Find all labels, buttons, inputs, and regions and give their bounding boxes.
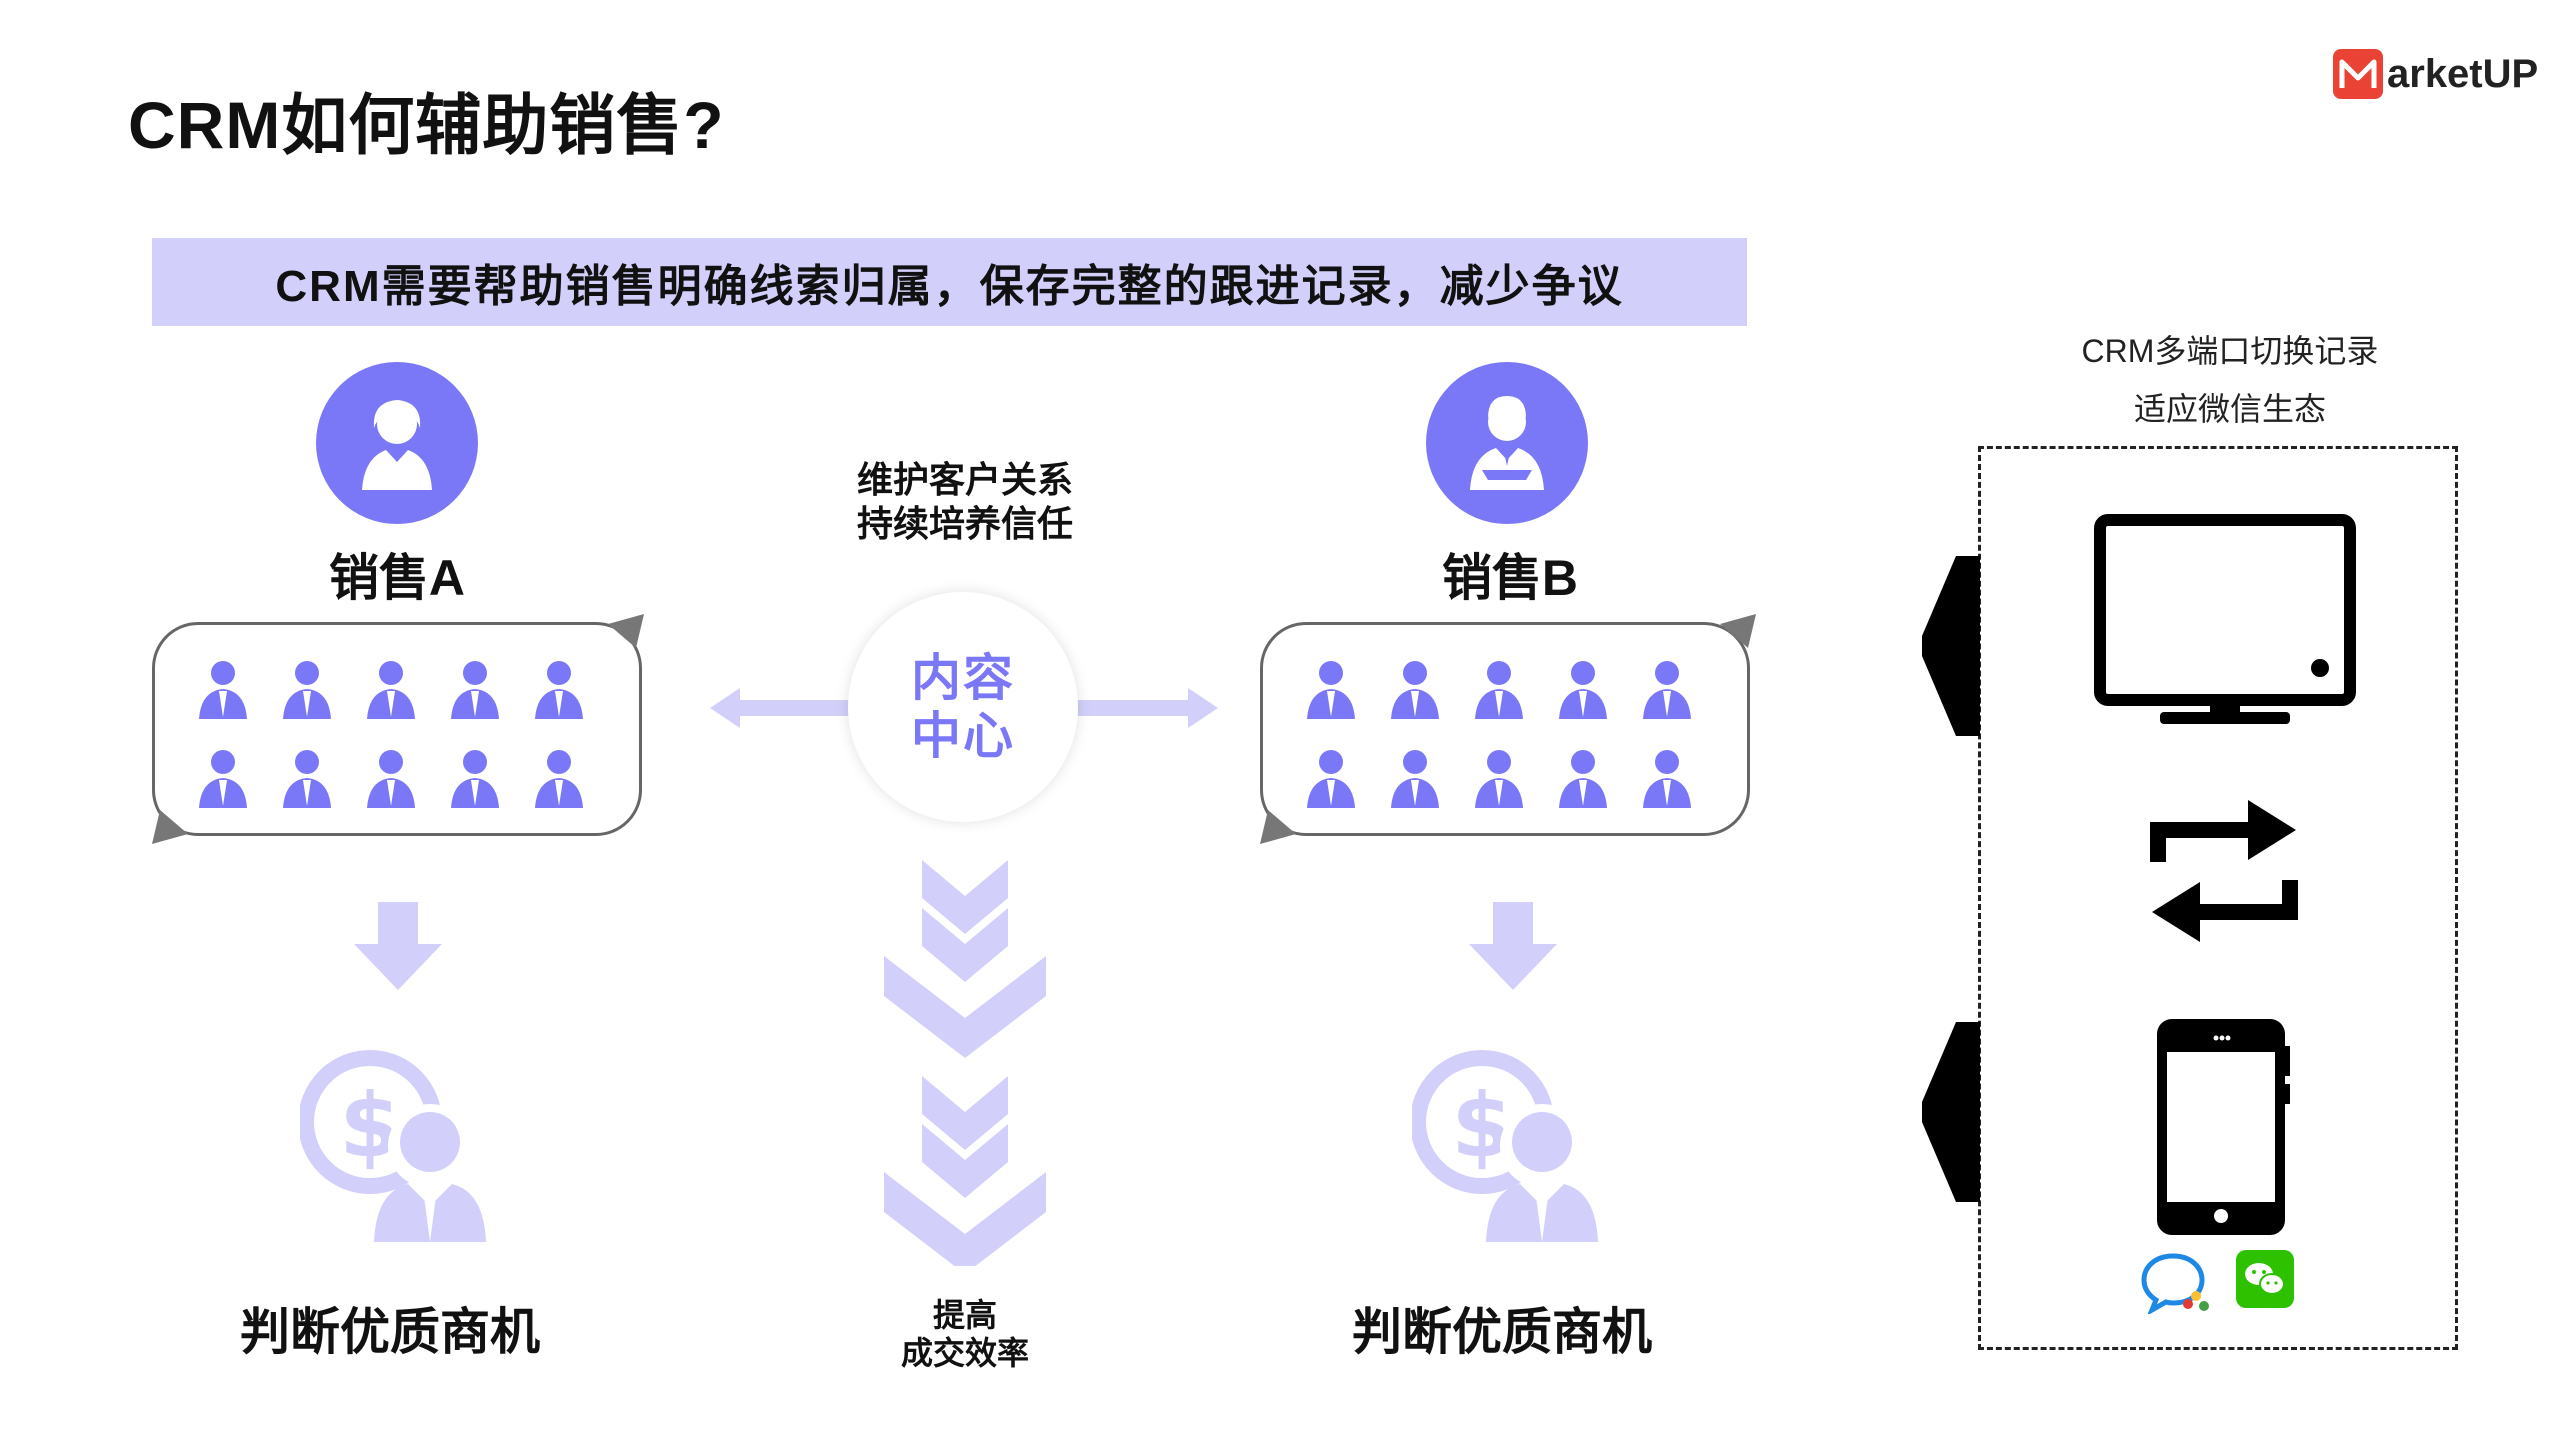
money-person-icon: $: [300, 1050, 486, 1242]
logo-text: arketUP: [2387, 51, 2539, 96]
sales-a-client-group: [152, 622, 642, 836]
summary-banner-text: CRM需要帮助销售明确线索归属，保存完整的跟进记录，减少争议: [275, 262, 1624, 311]
down-arrow-icon: [1469, 902, 1557, 990]
content-center-line-2: 中心: [911, 708, 1015, 764]
qq-chat-icon: [2141, 1253, 2209, 1314]
right-arrow-icon: [1076, 688, 1218, 728]
marketup-logo: arketUP: [2333, 48, 2538, 100]
client-person-icon: [195, 748, 279, 815]
bubble-corner-icon: [1720, 614, 1756, 648]
sales-a-label: 销售A: [328, 550, 466, 606]
male-user-icon: [1470, 396, 1544, 490]
client-person-icon: [531, 659, 615, 726]
device-caption: CRM多端口切换记录 适应微信生态: [2040, 322, 2420, 438]
device-panel: [1978, 446, 2458, 1350]
relationship-text: 维护客户关系 持续培养信任: [850, 458, 1080, 546]
bubble-corner-icon: [1260, 810, 1296, 844]
female-user-icon: [362, 400, 432, 490]
panel-tab-icon: [1922, 556, 1980, 736]
sales-b-avatar: [1426, 362, 1588, 524]
relationship-line-1: 维护客户关系: [856, 459, 1073, 500]
bubble-corner-icon: [152, 810, 188, 844]
client-person-icon: [1471, 748, 1555, 815]
client-person-icon: [1639, 659, 1723, 726]
panel-tab-icon: [1922, 1022, 1980, 1202]
summary-banner: CRM需要帮助销售明确线索归属，保存完整的跟进记录，减少争议: [152, 238, 1747, 326]
client-person-icon: [447, 659, 531, 726]
client-person-icon: [1471, 659, 1555, 726]
sales-a-avatar: [316, 362, 478, 524]
bubble-corner-icon: [608, 614, 644, 648]
client-person-icon: [1639, 748, 1723, 815]
sales-b-client-group: [1260, 622, 1750, 836]
relationship-line-2: 持续培养信任: [856, 503, 1073, 544]
client-person-icon: [1303, 748, 1387, 815]
client-person-icon: [363, 659, 447, 726]
down-arrow-icon: [354, 902, 442, 990]
page-title: CRM如何辅助销售?: [128, 88, 725, 162]
monitor-icon: [2094, 514, 2356, 724]
content-center-hub: 内容 中心: [848, 592, 1078, 822]
sales-a-result: 判断优质商机: [240, 1304, 540, 1360]
client-person-icon: [279, 748, 363, 815]
content-center-line-1: 内容: [911, 650, 1015, 706]
client-person-icon: [447, 748, 531, 815]
sync-arrows-icon: [2150, 800, 2298, 942]
client-person-icon: [279, 659, 363, 726]
efficiency-line-2: 成交效率: [900, 1335, 1029, 1371]
client-person-icon: [1303, 659, 1387, 726]
client-person-icon: [1555, 748, 1639, 815]
client-person-icon: [1387, 659, 1471, 726]
client-person-icon: [363, 748, 447, 815]
client-person-icon: [195, 659, 279, 726]
device-caption-line-1: CRM多端口切换记录: [2081, 333, 2379, 369]
smartphone-icon: [2157, 1019, 2290, 1235]
sales-b-label: 销售B: [1441, 550, 1579, 606]
client-person-icon: [531, 748, 615, 815]
client-person-icon: [1555, 659, 1639, 726]
logo-mark-icon: [2333, 49, 2383, 99]
device-caption-line-2: 适应微信生态: [2133, 391, 2326, 427]
chevron-down-stack-icon: [884, 860, 1046, 1266]
wechat-icon: [2236, 1250, 2294, 1308]
client-person-icon: [1387, 748, 1471, 815]
money-person-icon: $: [1412, 1050, 1598, 1242]
efficiency-line-1: 提高: [932, 1297, 997, 1333]
efficiency-text: 提高 成交效率: [880, 1296, 1050, 1372]
left-arrow-icon: [710, 688, 852, 728]
sales-b-result: 判断优质商机: [1352, 1304, 1652, 1360]
